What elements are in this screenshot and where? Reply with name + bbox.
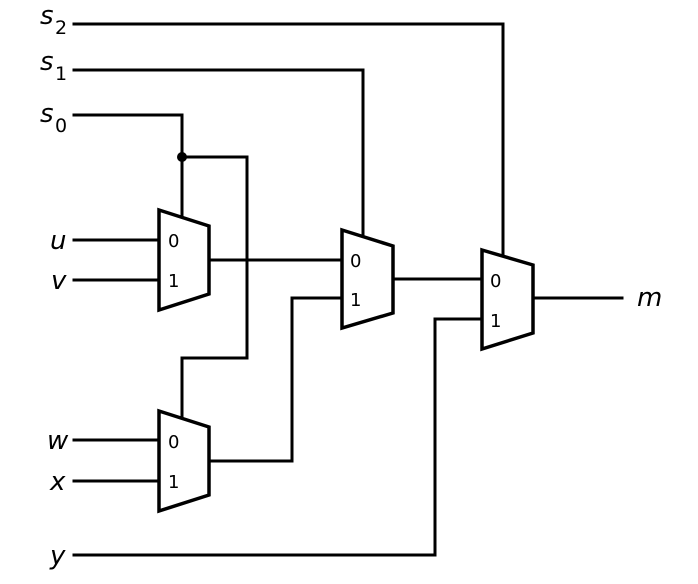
label-v: v [51, 266, 67, 296]
mux-wx: 0 1 [157, 408, 211, 514]
wire-s0 [72, 113, 184, 220]
label-y: y [49, 541, 66, 571]
label-m: m [637, 283, 662, 313]
mux-mid-pin0: 0 [350, 251, 361, 272]
label-s0-base: s [40, 99, 54, 129]
mux-mid: 0 1 [340, 227, 395, 331]
label-s1: s 1 [40, 47, 67, 85]
mux-out-pin0: 0 [490, 271, 501, 292]
label-s2: s 2 [40, 1, 67, 39]
mux-mid-pin1: 1 [350, 290, 361, 311]
label-s2-base: s [40, 1, 54, 31]
label-s1-base: s [40, 47, 54, 77]
mux-out-pin1: 1 [490, 311, 501, 332]
mux-wx-pin1: 1 [168, 472, 179, 493]
mux-uv: 0 1 [157, 207, 211, 313]
wire-s1 [72, 68, 365, 240]
mux-uv-pin0: 0 [168, 231, 179, 252]
label-s2-sub: 2 [55, 17, 67, 39]
mux-uv-pin1: 1 [168, 271, 179, 292]
wire-wx-out [207, 296, 344, 463]
wire-s2 [72, 22, 505, 260]
junction-dot [177, 152, 187, 162]
label-s1-sub: 1 [55, 63, 67, 85]
mux-wx-pin0: 0 [168, 432, 179, 453]
mux-out: 0 1 [480, 247, 535, 352]
label-u: u [50, 226, 66, 256]
label-w: w [47, 426, 69, 456]
wire-s0-branch [180, 155, 249, 422]
label-s0: s 0 [40, 99, 67, 137]
label-s0-sub: 0 [55, 115, 67, 137]
label-x: x [49, 467, 66, 497]
wire-y [72, 317, 484, 557]
